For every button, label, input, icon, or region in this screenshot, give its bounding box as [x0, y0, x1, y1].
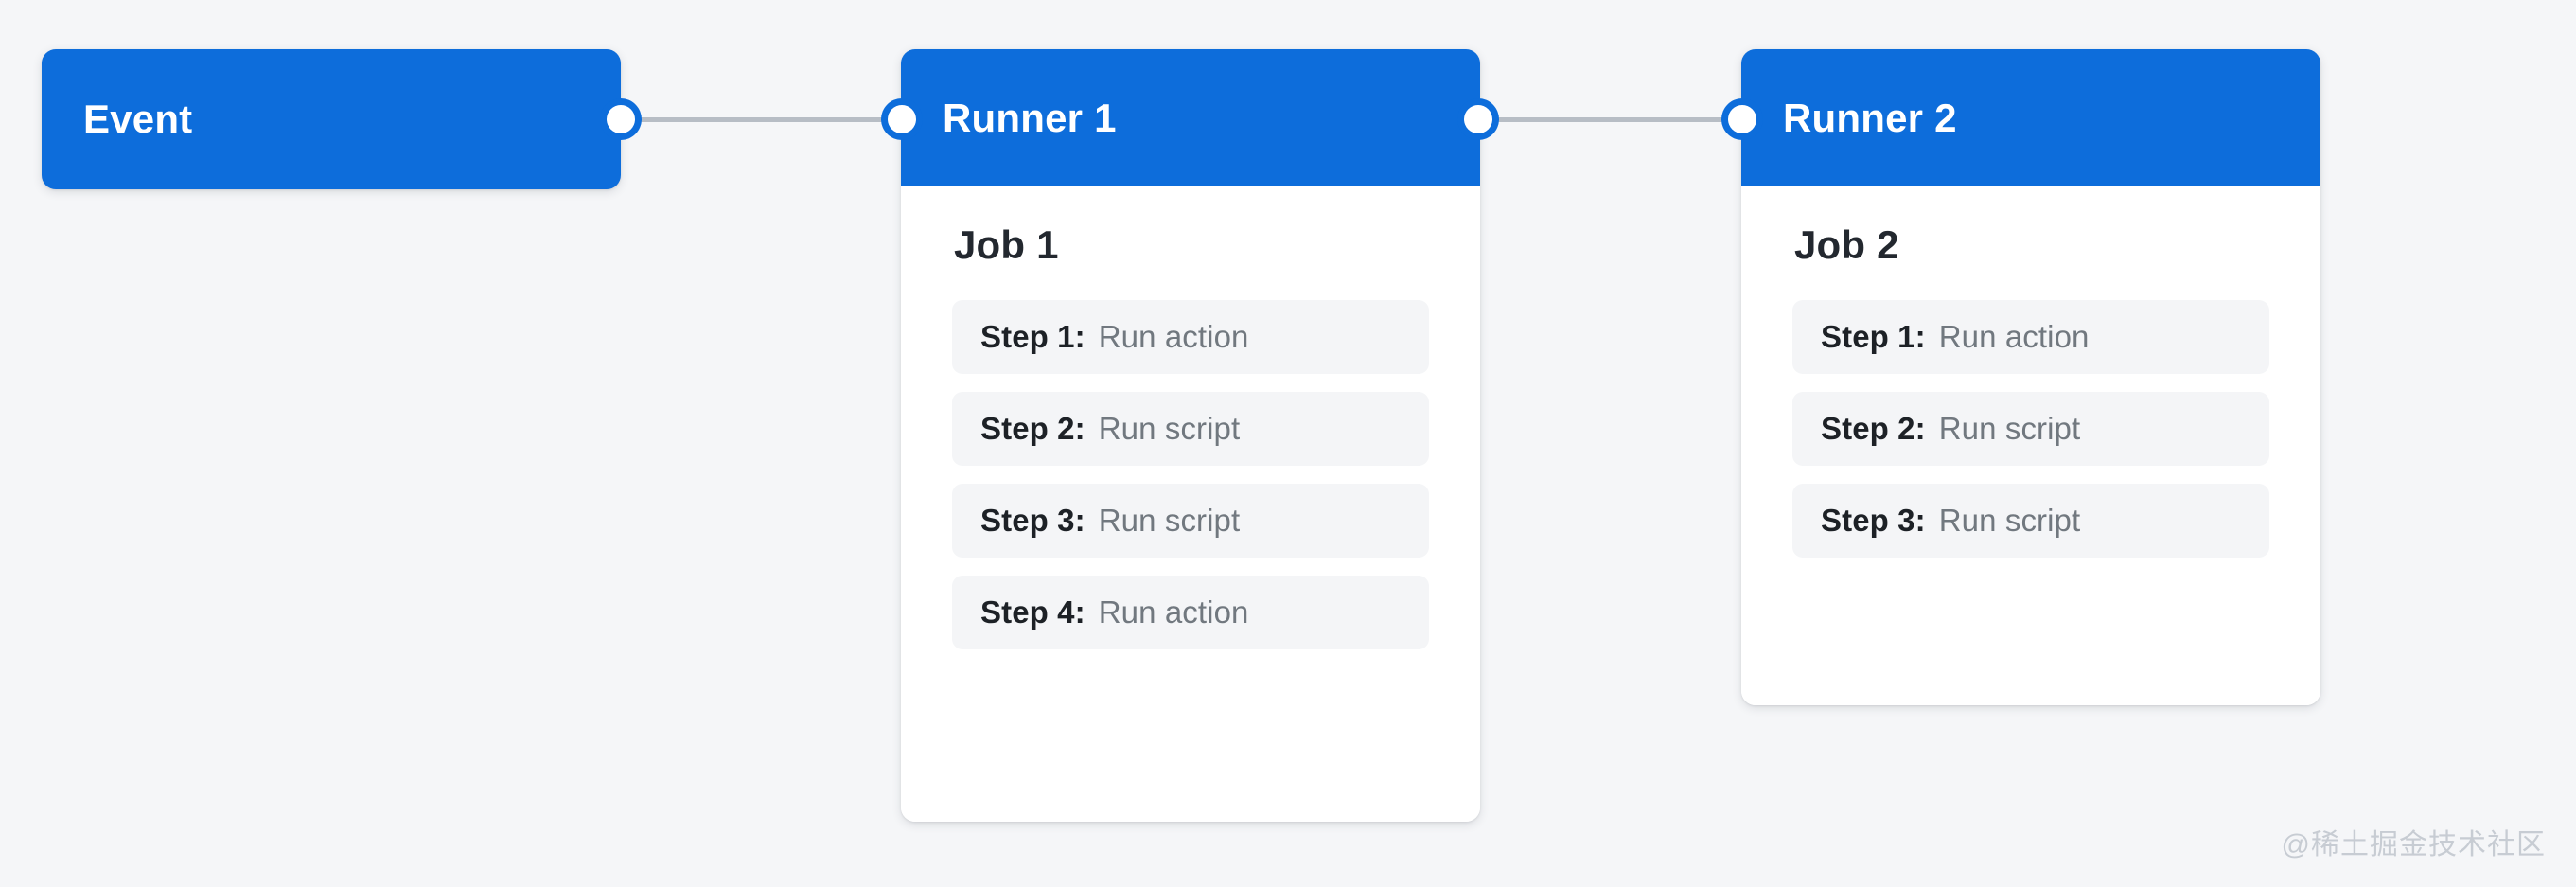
step-value: Run action [1938, 319, 2090, 354]
node-event-title: Event [83, 97, 193, 141]
step-item[interactable]: Step 3: Run script [952, 484, 1429, 558]
step-value: Run script [1938, 503, 2081, 538]
step-value: Run action [1098, 319, 1249, 354]
node-runner-2-title: Runner 2 [1783, 95, 1957, 140]
step-item[interactable]: Step 4: Run action [952, 576, 1429, 649]
step-value: Run action [1098, 594, 1249, 630]
step-list-1: Step 1: Run action Step 2: Run script St… [952, 300, 1429, 649]
job-title-1: Job 1 [954, 222, 1059, 267]
connector-event-to-runner1 [621, 117, 905, 122]
port-dot-runner1-output[interactable] [1464, 105, 1492, 133]
step-list-2: Step 1: Run action Step 2: Run script St… [1792, 300, 2269, 558]
step-item[interactable]: Step 2: Run script [952, 392, 1429, 466]
step-item[interactable]: Step 2: Run script [1792, 392, 2269, 466]
node-runner-1-body: Job 1 Step 1: Run action Step 2: Run scr… [901, 186, 1480, 822]
step-label: Step 3: [1821, 503, 1926, 538]
step-value: Run script [1098, 411, 1241, 446]
step-label: Step 2: [980, 411, 1085, 446]
step-item[interactable]: Step 1: Run action [952, 300, 1429, 374]
job-title-2: Job 2 [1794, 222, 1899, 267]
step-label: Step 4: [980, 594, 1085, 630]
step-label: Step 2: [1821, 411, 1926, 446]
node-runner-2[interactable]: Runner 2 Job 2 Step 1: Run action Step 2… [1741, 49, 2320, 705]
connector-runner1-to-runner2 [1478, 117, 1743, 122]
step-label: Step 1: [980, 319, 1085, 354]
node-runner-2-header: Runner 2 [1741, 49, 2320, 186]
node-event[interactable]: Event [42, 49, 621, 189]
step-label: Step 1: [1821, 319, 1926, 354]
step-item[interactable]: Step 1: Run action [1792, 300, 2269, 374]
watermark-text: @稀土掘金技术社区 [2281, 829, 2546, 860]
step-item[interactable]: Step 3: Run script [1792, 484, 2269, 558]
port-dot-runner2-input[interactable] [1728, 105, 1756, 133]
node-runner-1-title: Runner 1 [943, 95, 1117, 140]
port-dot-runner1-input[interactable] [888, 105, 916, 133]
node-runner-1[interactable]: Runner 1 Job 1 Step 1: Run action Step 2… [901, 49, 1480, 822]
port-dot-event-output[interactable] [607, 105, 635, 133]
step-label: Step 3: [980, 503, 1085, 538]
node-runner-1-header: Runner 1 [901, 49, 1480, 186]
node-runner-2-body: Job 2 Step 1: Run action Step 2: Run scr… [1741, 186, 2320, 705]
step-value: Run script [1938, 411, 2081, 446]
step-value: Run script [1098, 503, 1241, 538]
